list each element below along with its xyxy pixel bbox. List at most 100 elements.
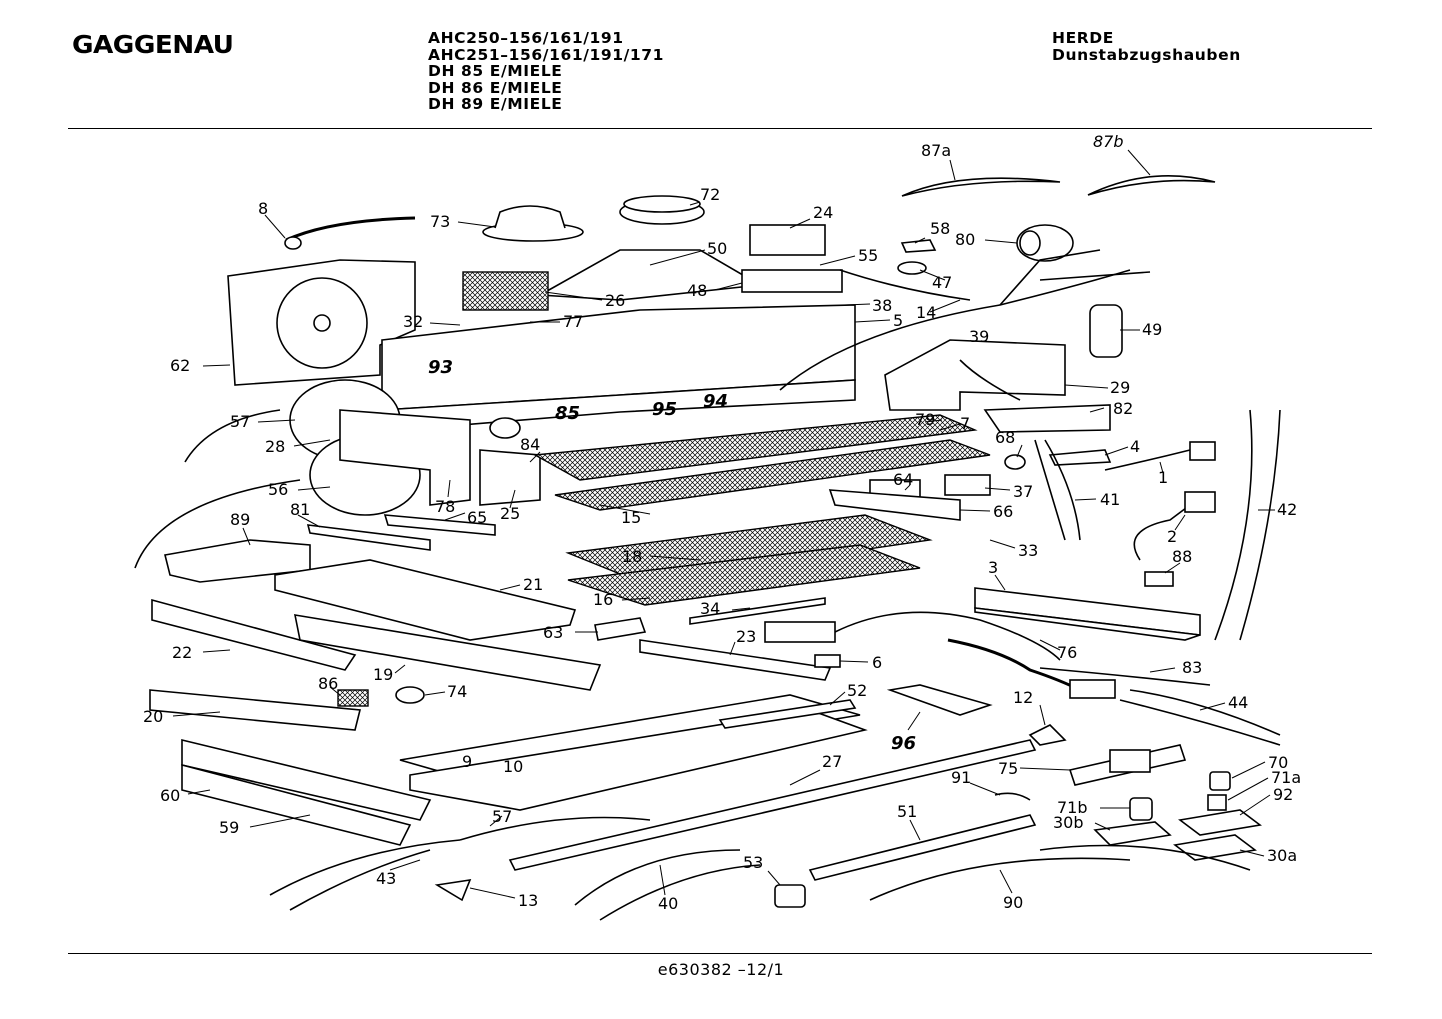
- side-panel-25: [479, 449, 541, 506]
- wire-57: [184, 409, 281, 463]
- label-57-top: 57: [230, 412, 250, 431]
- label-83: 83: [1182, 658, 1202, 677]
- disc-74: [395, 686, 425, 704]
- label-59: 59: [219, 818, 239, 837]
- label-24: 24: [813, 203, 833, 222]
- lamp-holder-53: [774, 884, 806, 908]
- label-72: 72: [700, 185, 720, 204]
- label-6: 6: [872, 653, 882, 672]
- category-subtitle: Dunstabzugshauben: [1052, 45, 1241, 64]
- wire-44: [1129, 689, 1281, 736]
- label-18: 18: [622, 547, 642, 566]
- model-list: AHC250–156/161/191 AHC251–156/161/191/17…: [428, 30, 664, 113]
- rail-21: [274, 559, 577, 641]
- wire-bundle-80b: [1039, 271, 1151, 281]
- bracket-29: [884, 339, 1066, 411]
- label-47: 47: [932, 273, 952, 292]
- filter-cylinder-80-core: [1019, 230, 1041, 256]
- label-92: 92: [1273, 785, 1293, 804]
- capacitor-49: [1089, 304, 1123, 358]
- label-30a: 30a: [1267, 846, 1297, 865]
- frame-20: [149, 689, 362, 731]
- label-8: 8: [258, 199, 268, 218]
- label-26: 26: [605, 291, 625, 310]
- part-shapes: [134, 175, 1281, 921]
- collar-72-top: [623, 195, 701, 213]
- grease-filter-79: [532, 414, 978, 481]
- label-48: 48: [687, 281, 707, 300]
- part-13: [434, 878, 472, 902]
- connector-76: [764, 621, 836, 643]
- wire-42b: [1239, 409, 1281, 641]
- label-19: 19: [373, 665, 393, 684]
- leader-lines: [172, 149, 1275, 899]
- socket-71b: [1129, 797, 1153, 821]
- label-75: 75: [998, 759, 1018, 778]
- label-89: 89: [230, 510, 250, 529]
- coil-plug-76: [1069, 679, 1116, 699]
- label-77: 77: [563, 312, 583, 331]
- socket-70: [1209, 771, 1231, 791]
- label-12: 12: [1013, 688, 1033, 707]
- transformer-75-body: [1109, 749, 1151, 773]
- category-block: HERDE Dunstabzugshauben: [1052, 30, 1241, 63]
- label-33: 33: [1018, 541, 1038, 560]
- tube-lamp-51: [808, 814, 1037, 881]
- label-94: 94: [703, 391, 728, 412]
- strip-65: [383, 514, 496, 536]
- label-9: 9: [462, 752, 472, 771]
- bracket-96: [886, 684, 993, 716]
- label-82: 82: [1113, 399, 1133, 418]
- document-number: e630382 –12/1: [657, 960, 785, 979]
- label-27: 27: [822, 752, 842, 771]
- gasket-clip-8: [284, 236, 302, 250]
- label-91: 91: [951, 768, 971, 787]
- label-42: 42: [1277, 500, 1297, 519]
- label-34: 34: [700, 599, 720, 618]
- label-49: 49: [1142, 320, 1162, 339]
- wire-14: [839, 269, 971, 301]
- label-3: 3: [988, 558, 998, 577]
- label-90: 90: [1003, 893, 1023, 912]
- strip-60: [181, 738, 432, 821]
- socket-71a: [1207, 794, 1227, 811]
- label-71b: 71b: [1057, 798, 1088, 817]
- filter-box-26: [462, 271, 549, 311]
- trim-strip-87a: [901, 177, 1061, 197]
- wire-42: [1214, 409, 1253, 641]
- light-box-3-lip: [974, 607, 1201, 641]
- strip-52: [718, 699, 857, 729]
- model-line: DH 89 E/MIELE: [428, 95, 563, 113]
- label-73: 73: [430, 212, 450, 231]
- frame-19: [293, 614, 602, 691]
- strip-59: [181, 763, 412, 846]
- label-74: 74: [447, 682, 467, 701]
- label-53: 53: [743, 853, 763, 872]
- label-32: 32: [403, 312, 423, 331]
- label-51: 51: [897, 802, 917, 821]
- connector-88: [1144, 571, 1174, 587]
- coil-cable-76: [947, 638, 1081, 692]
- plug-1: [1189, 441, 1216, 461]
- duct-transition-50: [537, 249, 763, 301]
- label-55: 55: [858, 246, 878, 265]
- label-63: 63: [543, 623, 563, 642]
- label-43: 43: [376, 869, 396, 888]
- category-title: HERDE: [1052, 29, 1114, 47]
- label-5: 5: [893, 311, 903, 330]
- label-52: 52: [847, 681, 867, 700]
- part-labels: 87a 87b 72 8 73 24 58 80 50 55 47 48 26 …: [143, 132, 1301, 913]
- part-47: [897, 261, 927, 275]
- rail-22: [151, 598, 357, 671]
- plug-2: [1184, 491, 1216, 513]
- label-22: 22: [172, 643, 192, 662]
- rail-66: [828, 489, 961, 521]
- label-68: 68: [995, 428, 1015, 447]
- plate-82: [983, 404, 1111, 433]
- label-25: 25: [500, 504, 520, 523]
- label-76: 76: [1057, 643, 1077, 662]
- wire-41: [1034, 439, 1066, 541]
- label-79: 79: [915, 410, 935, 429]
- fan-housing-hub: [313, 314, 331, 332]
- plate-92: [1178, 809, 1262, 836]
